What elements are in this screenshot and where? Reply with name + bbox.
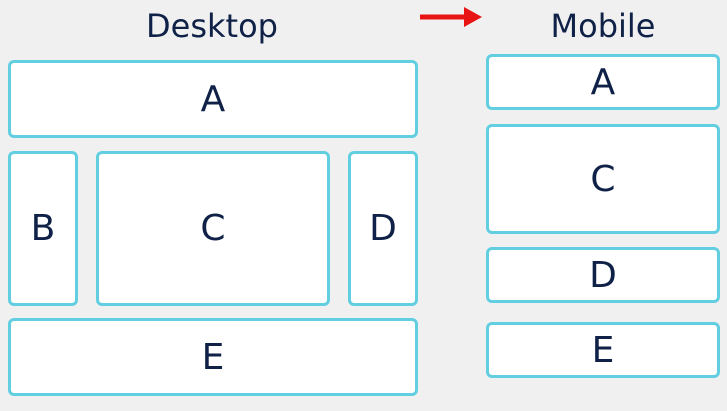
mobile-block-c: C [486, 124, 720, 234]
mobile-block-d: D [486, 247, 720, 303]
desktop-block-d: D [348, 151, 418, 306]
desktop-block-a: A [8, 60, 418, 138]
desktop-block-e: E [8, 318, 418, 396]
desktop-block-c: C [96, 151, 330, 306]
desktop-block-b: B [8, 151, 78, 306]
mobile-block-c-label: C [590, 158, 616, 200]
desktop-block-a-label: A [200, 78, 226, 120]
mobile-block-e: E [486, 322, 720, 378]
mobile-block-d-label: D [589, 254, 617, 296]
mobile-title: Mobile [550, 7, 656, 45]
desktop-title: Desktop [146, 7, 278, 45]
mobile-block-a-label: A [590, 61, 616, 103]
desktop-block-b-label: B [30, 208, 56, 249]
mobile-block-a: A [486, 54, 720, 110]
desktop-block-c-label: C [200, 208, 226, 249]
right-arrow-icon [420, 7, 482, 27]
mobile-block-e-label: E [591, 329, 615, 371]
desktop-block-e-label: E [201, 336, 225, 378]
desktop-block-d-label: D [369, 208, 397, 249]
